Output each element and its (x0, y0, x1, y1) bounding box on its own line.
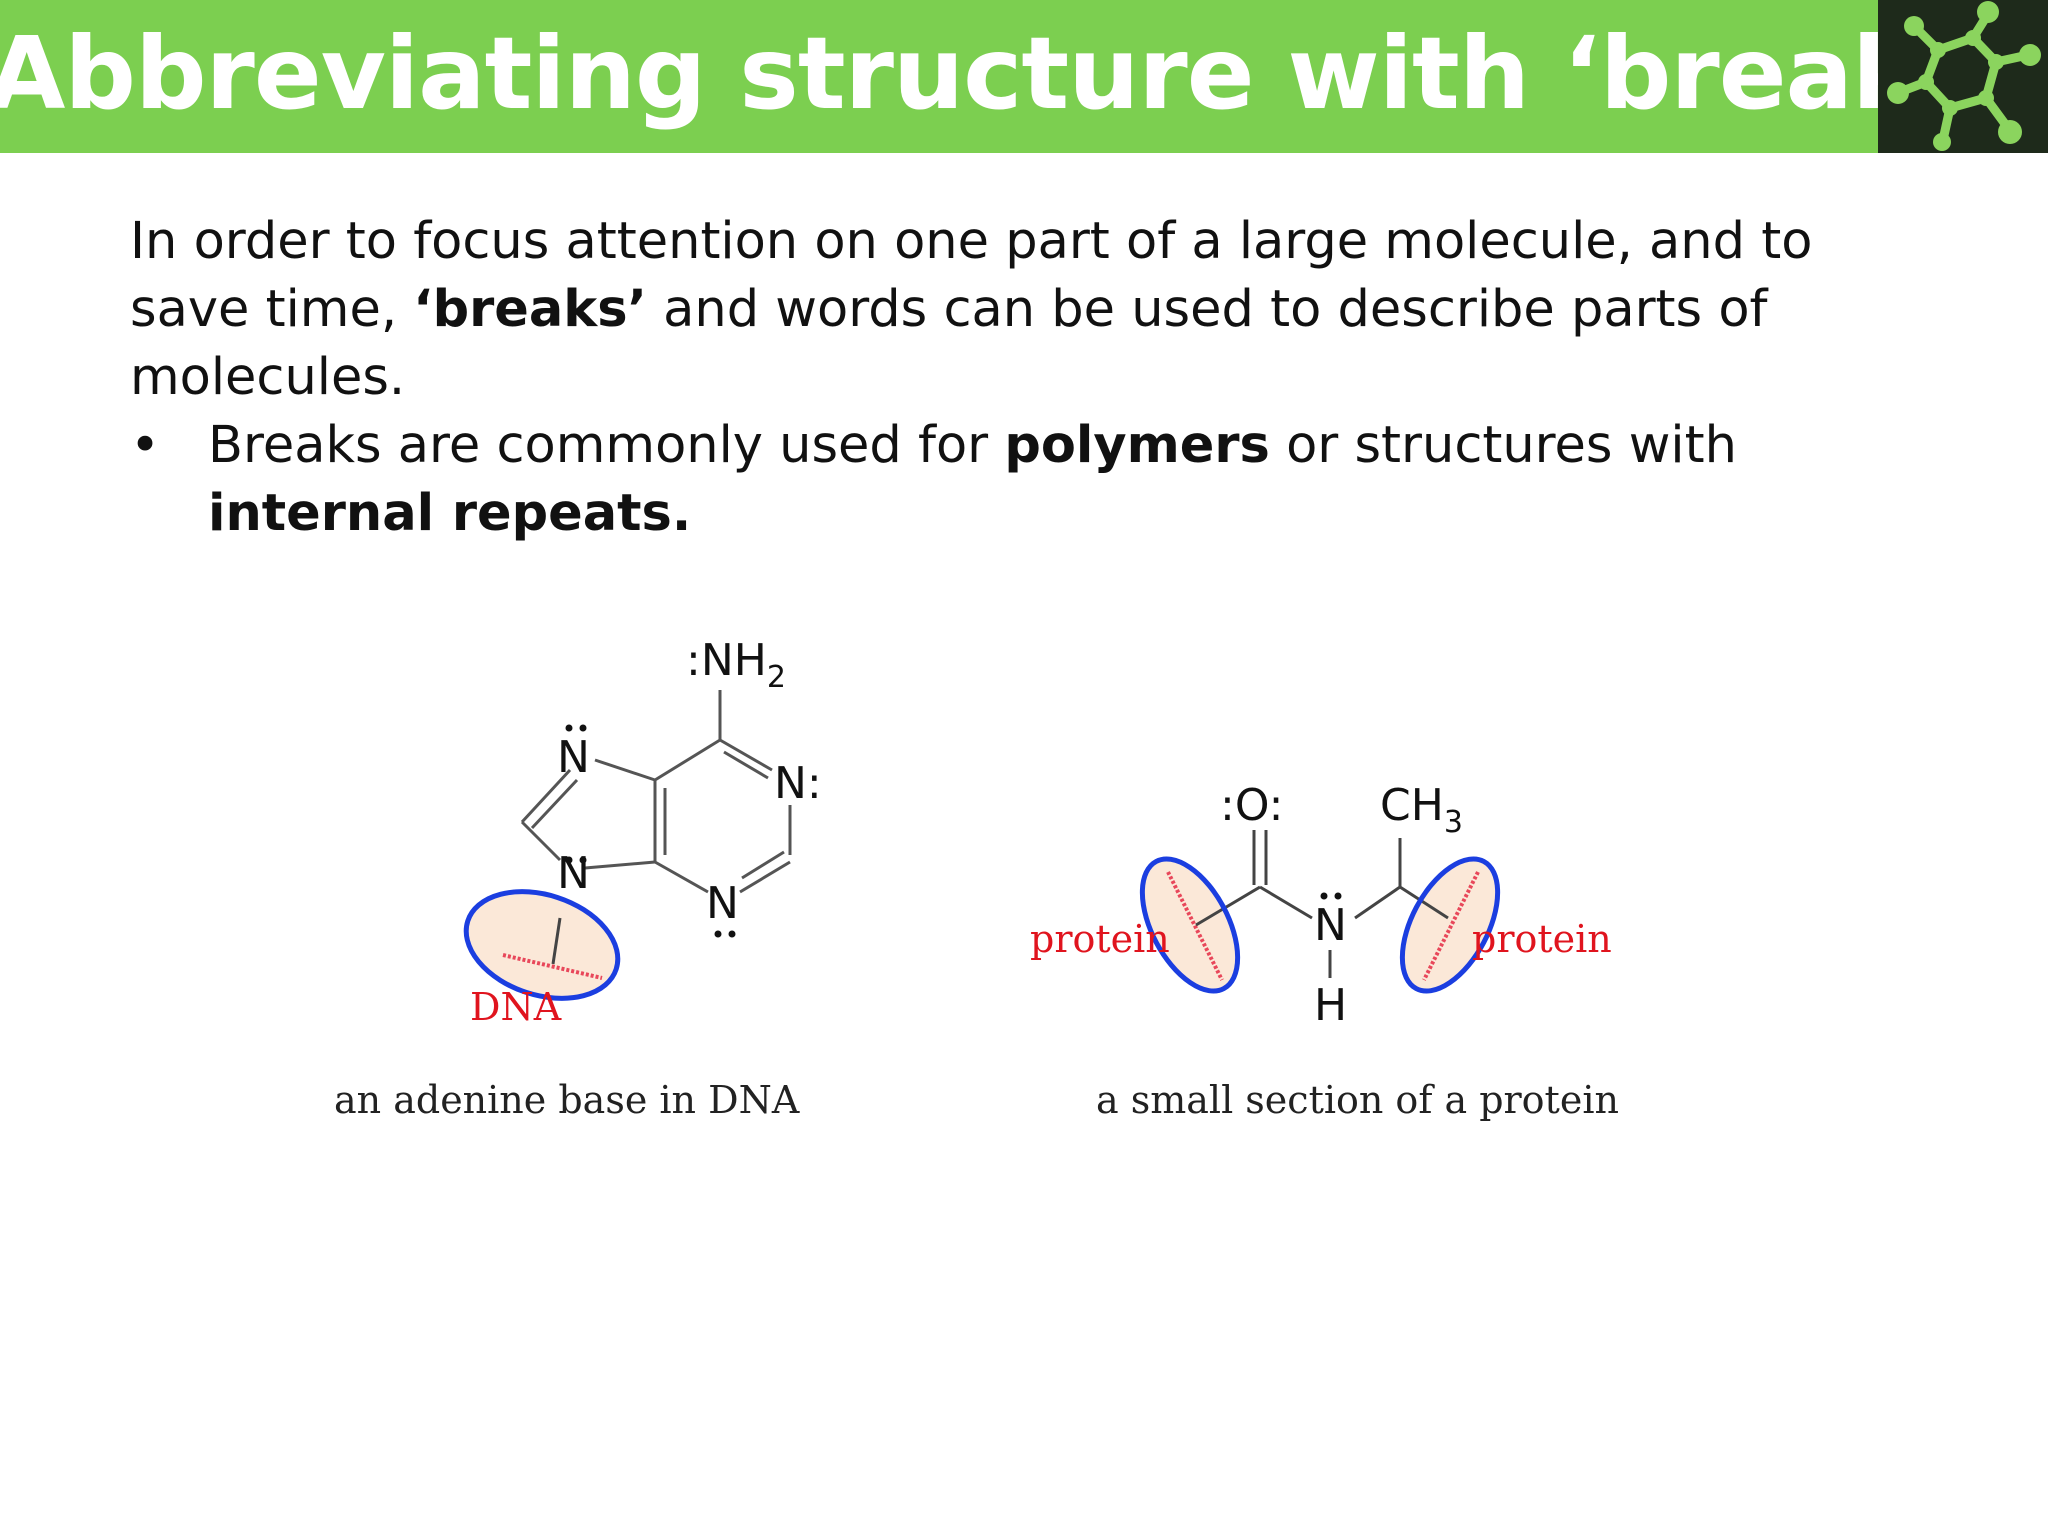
structure-figure: :NH2 N N: N N DNA an adenine base in DNA (0, 600, 2048, 1160)
adenine-caption: an adenine base in DNA (334, 1078, 800, 1122)
intro-bold-breaks: ‘breaks’ (413, 280, 647, 339)
bullet-text-2: or structures with (1269, 416, 1737, 475)
bullet-bold-internal-repeats: internal repeats. (208, 484, 692, 543)
adenine-n7-label: N (557, 732, 590, 783)
adenine-structure: :NH2 N N: N N DNA an adenine base in DNA (334, 635, 822, 1122)
protein-left-label: protein (1030, 917, 1170, 961)
protein-methyl-label: CH3 (1380, 780, 1463, 840)
protein-caption: a small section of a protein (1096, 1078, 1619, 1122)
protein-right-break-line (1422, 871, 1480, 981)
bullet-marker: • (130, 416, 161, 475)
protein-right-circle (1399, 856, 1501, 994)
protein-left-break-line (1166, 871, 1224, 981)
adenine-nh2-label: :NH2 (686, 635, 786, 695)
bullet-text: Breaks are commonly used for polymers or… (208, 412, 1908, 548)
protein-right-label: protein (1472, 917, 1612, 961)
title-bar: Abbreviating structure with ‘breaks’ (0, 0, 1878, 153)
protein-structure: :O: CH3 N H protein protein a small sect… (1030, 780, 1619, 1122)
protein-amide-h-label: H (1314, 980, 1347, 1031)
protein-amide-n-lone-pair (1320, 892, 1342, 900)
dna-break-line (502, 953, 603, 980)
molecule-logo (1878, 0, 2048, 153)
adenine-n3-lone-pair (714, 930, 736, 938)
dna-circle (463, 889, 621, 1001)
protein-carbonyl-o-label: :O: (1220, 780, 1284, 831)
adenine-n9-lone-pair (565, 856, 587, 864)
molecule-logo-icon (1887, 1, 2041, 151)
protein-amide-n-label: N (1314, 900, 1347, 951)
dna-label: DNA (470, 985, 562, 1029)
bullet-bold-polymers: polymers (1004, 416, 1270, 475)
adenine-n7-lone-pair (565, 724, 587, 732)
bullet-text-1: Breaks are commonly used for (208, 416, 1005, 475)
slide-title: Abbreviating structure with ‘breaks’ (0, 15, 1878, 132)
dna-break-highlight (466, 891, 618, 999)
intro-paragraph: In order to focus attention on one part … (130, 208, 1930, 412)
intro-text-1: In order to focus attention on one part … (130, 212, 1813, 339)
structure-diagrams: :NH2 N N: N N DNA an adenine base in DNA (334, 635, 1619, 1122)
adenine-n9-label: N (557, 848, 590, 899)
adenine-n3-label: N (706, 878, 739, 929)
protein-left-circle (1139, 856, 1241, 994)
intro-text-2: and words can be used to describe parts … (130, 280, 1768, 407)
dna-bond (551, 917, 562, 965)
adenine-n1-label: N: (774, 758, 822, 809)
